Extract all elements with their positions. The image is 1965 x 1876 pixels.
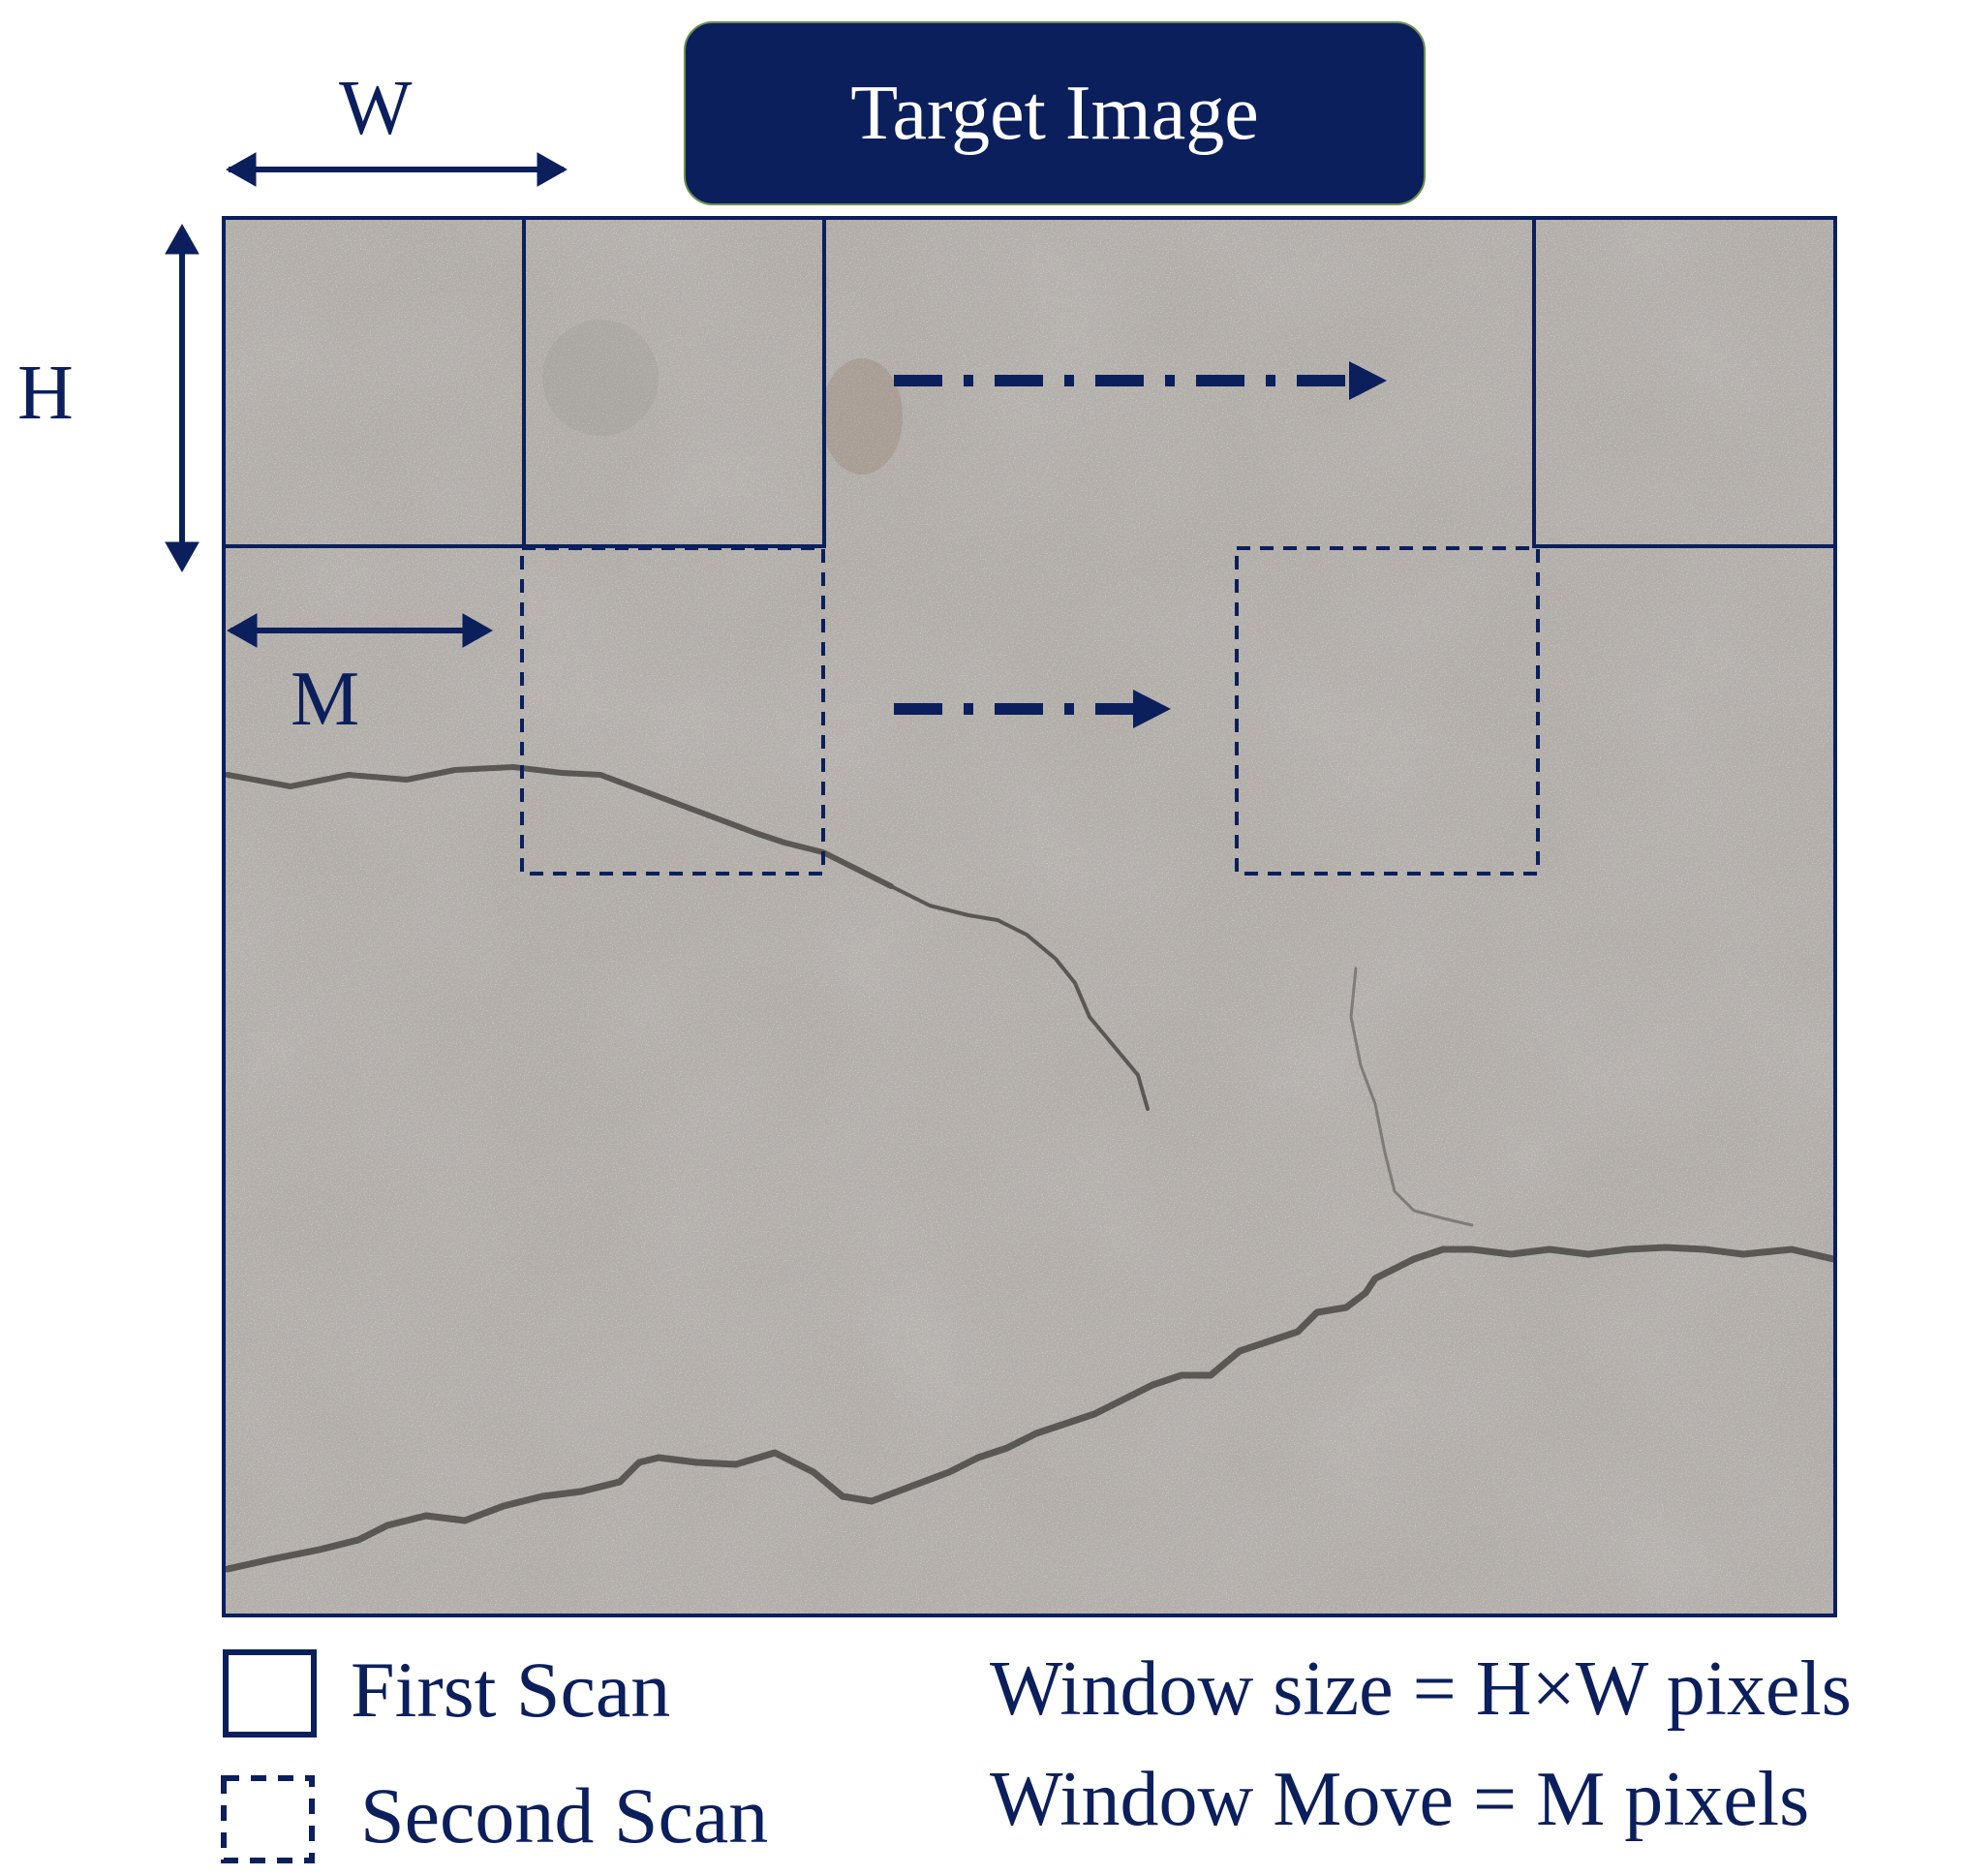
legend-first-scan-swatch <box>223 1649 317 1738</box>
title-banner: Target Image <box>684 21 1426 205</box>
window-move-note: Window Move = M pixels <box>990 1757 1810 1842</box>
second-scan-window-1 <box>520 546 825 876</box>
concrete-photo <box>224 218 1835 1615</box>
second-scan-windows <box>520 546 1540 876</box>
window-size-note: Window size = H×W pixels <box>990 1646 1852 1732</box>
second-scan-window-last <box>1235 546 1540 876</box>
scan-direction-arrows <box>894 361 1387 728</box>
title-text: Target Image <box>850 70 1259 156</box>
legend-second-scan-label: Second Scan <box>360 1771 769 1860</box>
width-label: W <box>339 66 413 151</box>
legend-first-scan-label: First Scan <box>351 1645 671 1734</box>
crack-lines <box>224 764 1837 1573</box>
dimension-arrows <box>165 152 568 648</box>
height-label: H <box>17 351 74 436</box>
target-image-frame <box>222 216 1837 1617</box>
first-scan-window-last <box>1532 216 1837 548</box>
legend-second-scan-swatch <box>221 1775 315 1863</box>
move-label: M <box>291 657 360 742</box>
